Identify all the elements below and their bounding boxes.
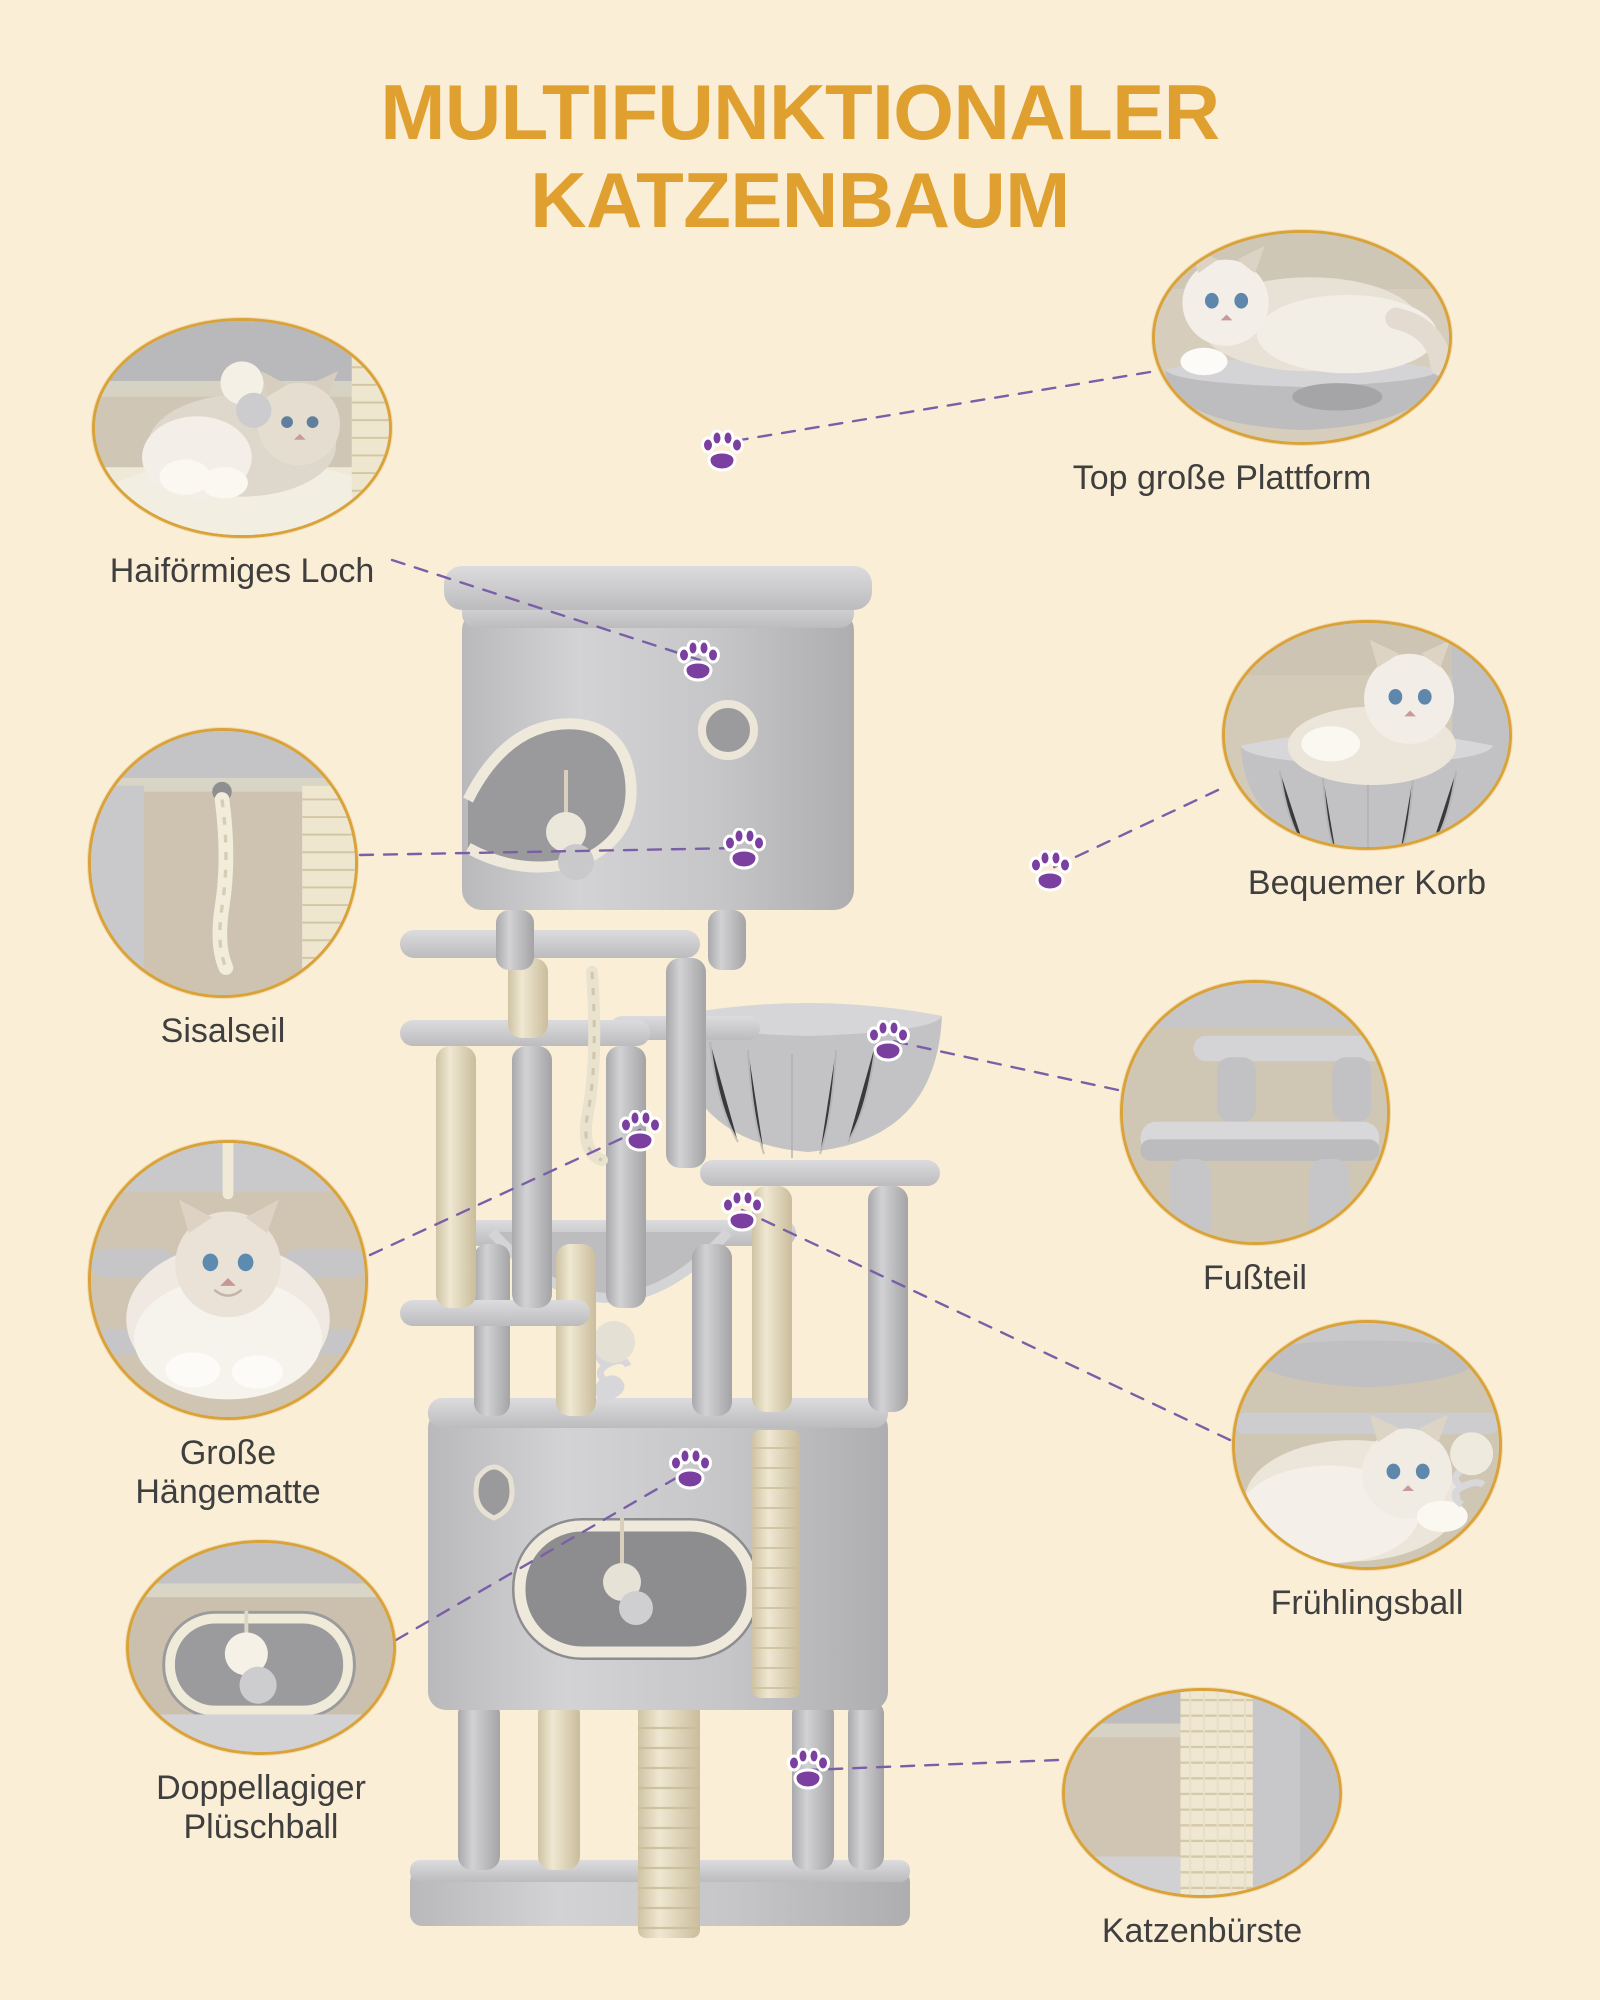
- callout-hammock[interactable]: Große Hängematte: [88, 1140, 368, 1512]
- callout-top-platform[interactable]: Top große Plattform: [1073, 230, 1452, 498]
- callout-photo-footboard: [1120, 980, 1390, 1245]
- callout-spring-ball[interactable]: Frühlingsball: [1232, 1320, 1502, 1623]
- page-title: MULTIFUNKTIONALER KATZENBAUM: [0, 68, 1600, 244]
- paw-marker-shark-hole: [676, 640, 720, 682]
- paw-marker-basket: [1028, 850, 1072, 892]
- callout-label-spring-ball: Frühlingsball: [1270, 1584, 1464, 1622]
- page-title-line2: KATZENBAUM: [530, 156, 1070, 245]
- callout-sisal-rope[interactable]: Sisalseil: [88, 728, 358, 1051]
- callout-footboard[interactable]: Fußteil: [1120, 980, 1390, 1298]
- callout-photo-plush-ball: [126, 1540, 396, 1755]
- callout-label-cat-brush: Katzenbürste: [1101, 1912, 1303, 1950]
- paw-marker-plush-ball: [668, 1448, 712, 1490]
- paw-marker-top-platform: [700, 430, 744, 472]
- callout-shark-hole[interactable]: Haiförmiges Loch: [92, 318, 392, 591]
- cat-tree-product-image: [400, 370, 1000, 1970]
- callout-label-basket: Bequemer Korb: [1247, 864, 1487, 902]
- callout-photo-shark-hole: [92, 318, 392, 538]
- callout-photo-cat-brush: [1062, 1688, 1342, 1898]
- paw-marker-hammock: [618, 1110, 662, 1152]
- callout-label-sisal-rope: Sisalseil: [160, 1012, 286, 1050]
- callout-label-top-platform: Top große Plattform: [1072, 459, 1372, 497]
- callout-label-shark-hole: Haiförmiges Loch: [109, 552, 375, 590]
- paw-marker-spring-ball: [720, 1190, 764, 1232]
- paw-marker-sisal-rope: [722, 828, 766, 870]
- callout-cat-brush[interactable]: Katzenbürste: [1062, 1688, 1342, 1951]
- callout-label-plush-ball: Doppellagiger Plüschball: [156, 1769, 366, 1846]
- callout-label-hammock: Große Hängematte: [135, 1434, 321, 1511]
- page-title-line1: MULTIFUNKTIONALER: [380, 68, 1220, 156]
- paw-marker-footboard: [866, 1020, 910, 1062]
- paw-marker-cat-brush: [786, 1748, 830, 1790]
- callout-photo-basket: [1222, 620, 1512, 850]
- connector-basket: [1046, 788, 1220, 872]
- callout-photo-sisal-rope: [88, 728, 358, 998]
- callout-plush-ball[interactable]: Doppellagiger Plüschball: [126, 1540, 396, 1847]
- callout-basket[interactable]: Bequemer Korb: [1222, 620, 1512, 903]
- callout-photo-top-platform: [1152, 230, 1452, 445]
- callout-label-footboard: Fußteil: [1203, 1259, 1307, 1297]
- callout-photo-hammock: [88, 1140, 368, 1420]
- callout-photo-spring-ball: [1232, 1320, 1502, 1570]
